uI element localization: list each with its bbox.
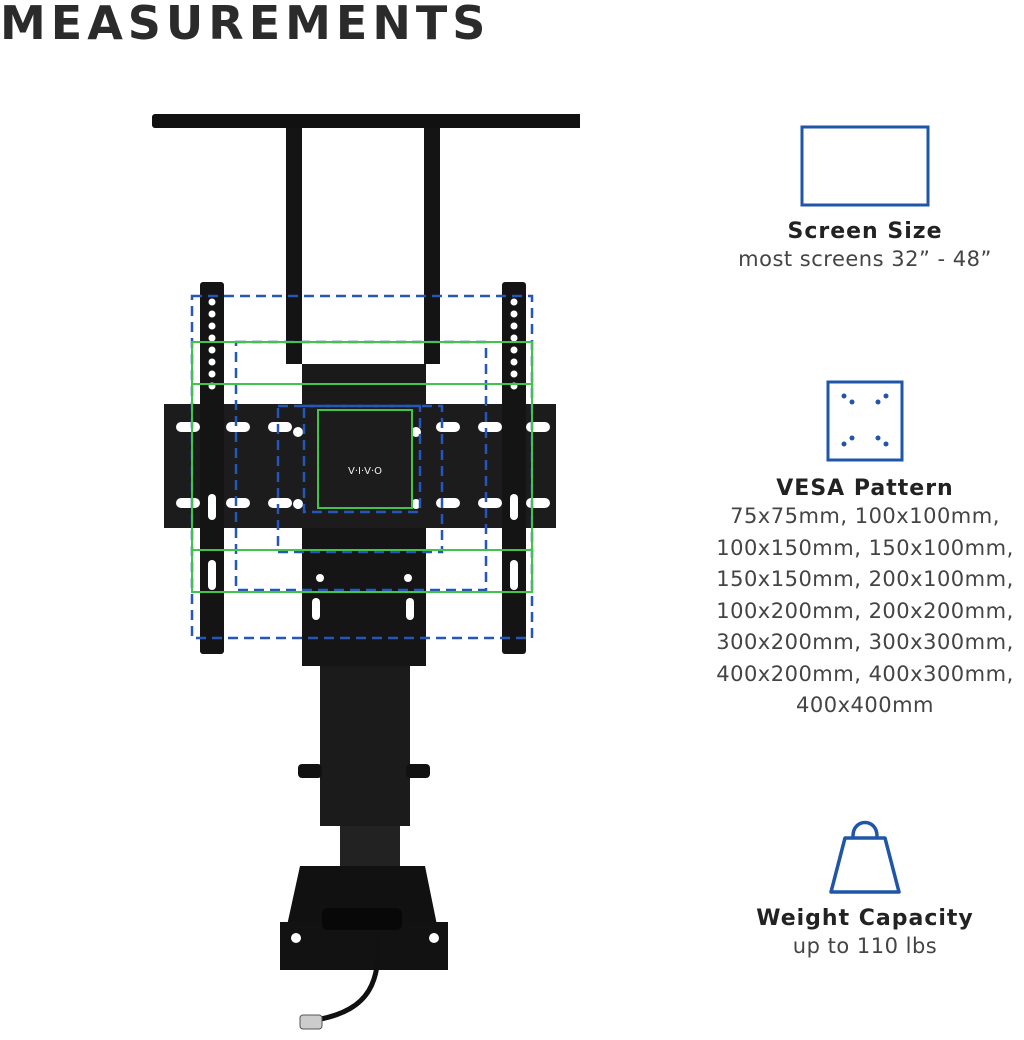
screen-size-spec: Screen Size most screens 32” - 48” — [700, 125, 1024, 276]
screen-size-label: Screen Size — [787, 219, 943, 244]
weight-capacity-value: up to 110 lbs — [792, 934, 938, 958]
vesa-pattern-line: 100x200mm, 200x200mm, — [716, 598, 1014, 623]
tv-lift-product-image: V·I·V·O — [152, 114, 580, 1030]
weight-capacity-label: Weight Capacity — [756, 906, 974, 931]
page-title: MEASUREMENTS — [0, 0, 491, 50]
vesa-square-icon — [826, 380, 904, 462]
vesa-pattern-line: 75x75mm, 100x100mm, — [730, 504, 1000, 528]
screen-size-value: most screens 32” - 48” — [738, 247, 992, 271]
weight-capacity-spec: Weight Capacity up to 110 lbs — [700, 812, 1024, 963]
vesa-pattern-line: 100x150mm, 150x100mm, — [716, 535, 1014, 560]
weight-icon — [829, 820, 901, 894]
brand-logo-text: V·I·V·O — [348, 466, 382, 477]
vesa-pattern-line: 150x150mm, 200x100mm, — [716, 567, 1014, 591]
vesa-pattern-spec: VESA Pattern 75x75mm, 100x100mm, 100x150… — [695, 380, 1024, 722]
vesa-pattern-line: 300x200mm, 300x300mm, — [716, 630, 1014, 654]
vesa-pattern-line: 400x400mm — [795, 693, 934, 717]
vesa-pattern-line: 400x200mm, 400x300mm, — [716, 661, 1014, 686]
vesa-pattern-label: VESA Pattern — [776, 476, 954, 501]
monitor-outline-icon — [800, 125, 930, 207]
